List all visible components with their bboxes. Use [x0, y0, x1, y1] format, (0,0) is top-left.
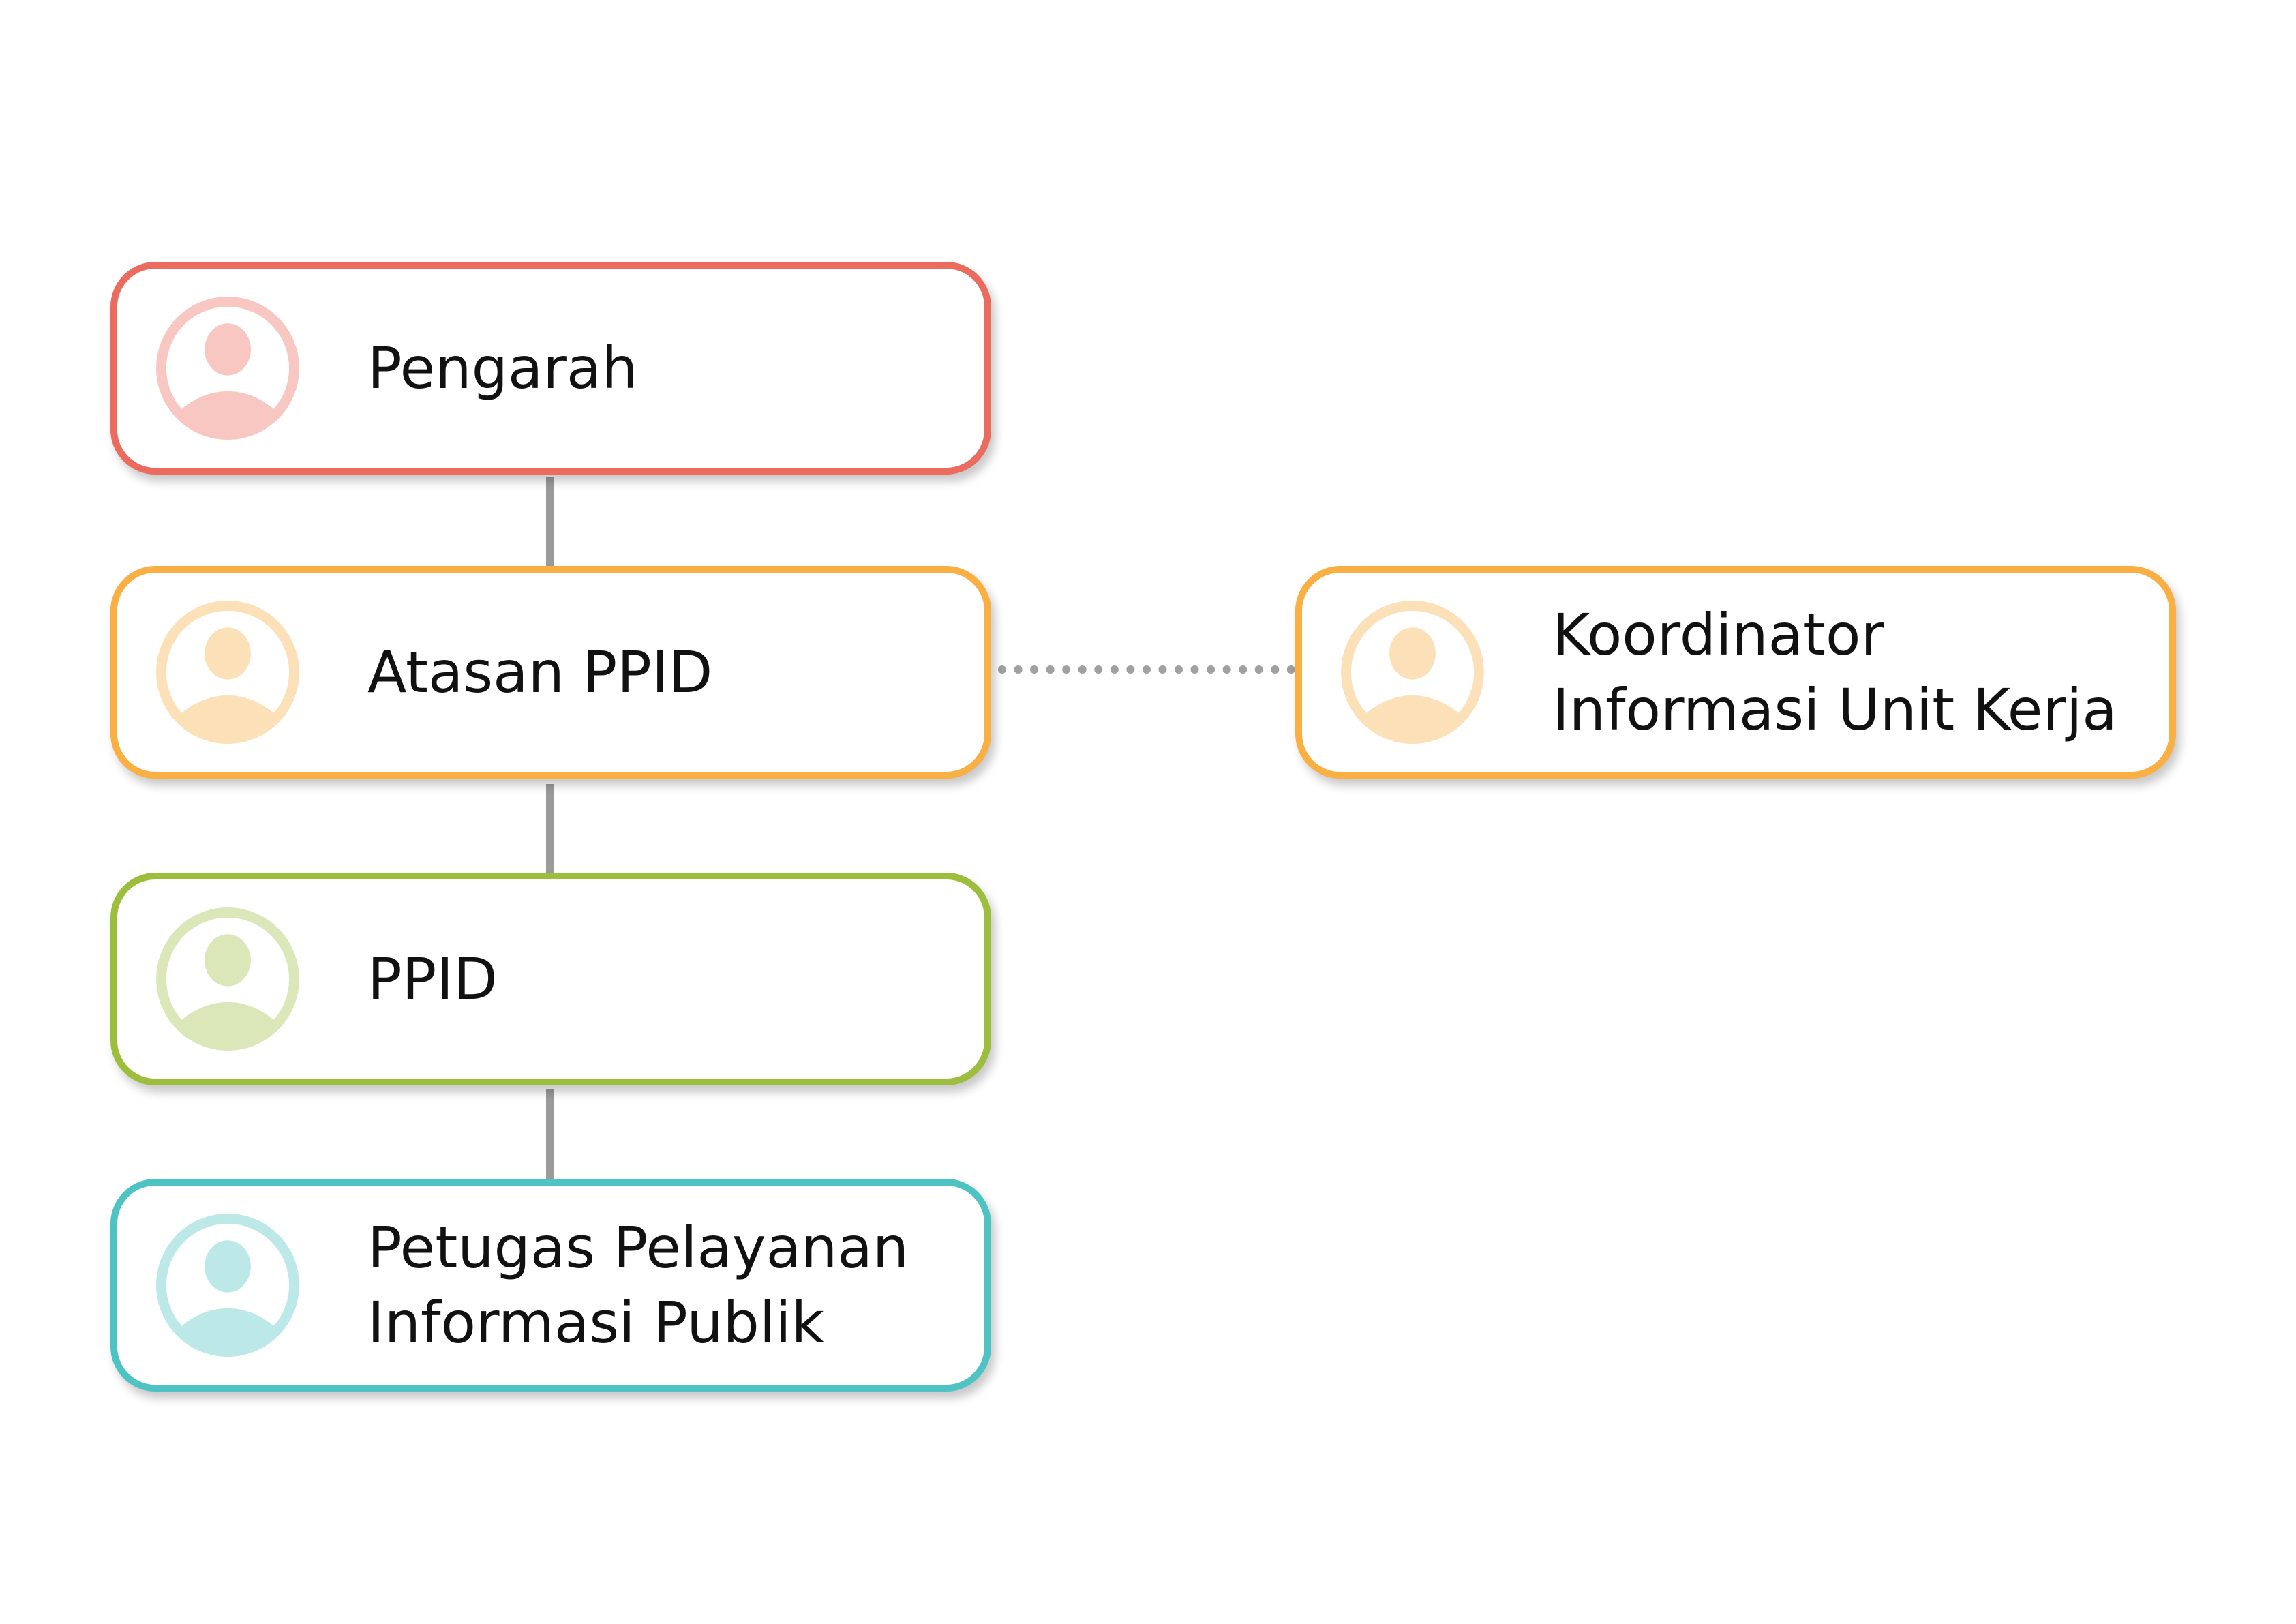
node-label: Pengarah: [367, 335, 638, 402]
node-atasan-ppid: Atasan PPID: [110, 566, 991, 779]
node-pengarah: Pengarah: [110, 262, 991, 475]
user-avatar-icon: [156, 1214, 299, 1357]
connector-dotted-koordinator: [998, 665, 1295, 674]
user-avatar-icon: [1341, 601, 1484, 744]
node-label: Atasan PPID: [367, 639, 713, 706]
user-avatar-icon: [156, 297, 299, 440]
node-label: Koordinator Informasi Unit Kerja: [1552, 601, 2117, 743]
user-avatar-icon: [156, 601, 299, 744]
connector-atasan-ppid: [546, 784, 554, 876]
node-petugas-pelayanan: Petugas Pelayanan Informasi Publik: [110, 1179, 991, 1392]
user-avatar-icon: [156, 907, 299, 1051]
node-koordinator: Koordinator Informasi Unit Kerja: [1295, 566, 2176, 779]
node-ppid: PPID: [110, 873, 991, 1085]
connector-ppid-petugas: [546, 1089, 554, 1182]
node-label: Petugas Pelayanan Informasi Publik: [367, 1214, 909, 1356]
node-label: PPID: [367, 946, 498, 1012]
connector-pengarah-atasan: [546, 477, 554, 569]
